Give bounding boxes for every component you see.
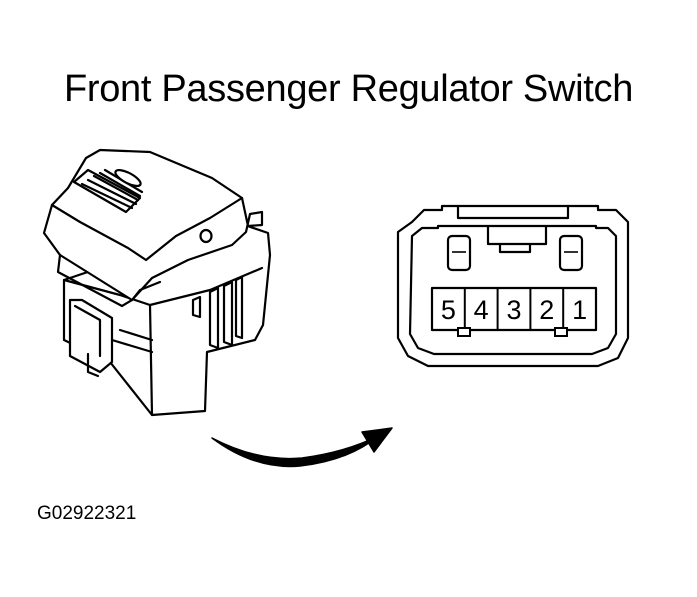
connector-latch-right: [558, 234, 584, 272]
terminal-number-5: 5: [441, 295, 456, 325]
connector-shell: [396, 204, 630, 368]
housing-front-edge: [62, 278, 154, 417]
housing-pins: [191, 275, 244, 350]
connector-key-center: [498, 244, 532, 254]
knob-top-edge: [50, 196, 244, 262]
flip-arrow: [211, 427, 393, 468]
knob-skirt: [56, 253, 162, 308]
connector-key-inner: [486, 226, 548, 246]
connector-key: [456, 206, 570, 220]
regulator-switch-drawing: [42, 148, 272, 417]
terminal-number-4: 4: [474, 295, 489, 325]
terminal-number-1: 1: [572, 295, 587, 325]
diagram-title: Front Passenger Regulator Switch: [63, 68, 634, 110]
knob-indent: [114, 168, 142, 188]
terminal-number-3: 3: [506, 295, 521, 325]
flip-arrow-head: [361, 427, 393, 453]
knob-hole: [199, 228, 213, 244]
terminal-tabs: [457, 327, 568, 337]
terminal-block: [430, 286, 598, 332]
housing-tab: [68, 298, 114, 374]
flip-arrow-body: [211, 435, 379, 468]
connector-cavity: [408, 224, 618, 356]
figure-id: G02922321: [37, 503, 137, 524]
housing-tab-latch: [86, 352, 100, 378]
housing-side-ledge: [148, 266, 264, 307]
housing-tab-inner: [73, 304, 102, 358]
connector-latch-left: [446, 234, 472, 272]
switch-knob: [42, 148, 264, 302]
terminal-number-2: 2: [539, 295, 554, 325]
housing-slot: [110, 328, 154, 354]
connector-face: [396, 204, 630, 368]
